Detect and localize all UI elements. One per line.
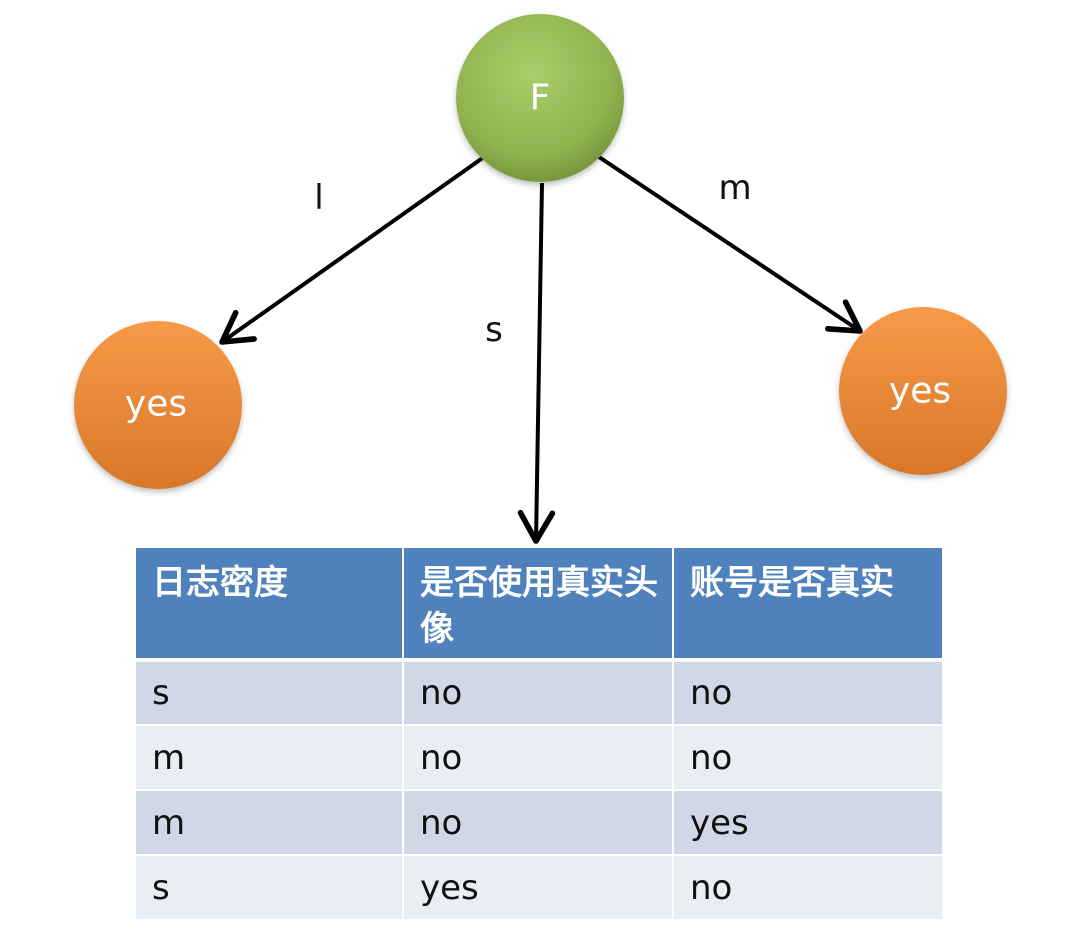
table-cell: yes — [673, 790, 942, 856]
table-cell: no — [673, 660, 942, 726]
table-row: m no no — [136, 725, 942, 791]
table-cell: s — [136, 660, 404, 726]
leaf-node-right-label: yes — [889, 371, 951, 412]
leaf-node-right: yes — [839, 307, 1007, 475]
table-cell: no — [403, 790, 674, 856]
table-cell: no — [403, 660, 674, 726]
table-cell: no — [403, 725, 674, 791]
edge-label-middle: s — [485, 310, 503, 350]
edge-label-left: l — [314, 178, 323, 218]
table-cell: no — [673, 725, 942, 791]
column-header-log-density: 日志密度 — [136, 548, 404, 662]
root-node: F — [456, 14, 624, 182]
table-cell: m — [136, 725, 404, 791]
column-header-account-real: 账号是否真实 — [673, 548, 942, 662]
table-cell: m — [136, 790, 404, 856]
column-header-real-avatar: 是否使用真实头像 — [403, 548, 674, 662]
table-cell: no — [673, 855, 942, 921]
edge-label-right: m — [718, 168, 751, 208]
table-header-row: 日志密度 是否使用真实头像 账号是否真实 — [136, 548, 942, 662]
leaf-node-left-label: yes — [125, 384, 187, 425]
table-cell: s — [136, 855, 404, 921]
data-table: 日志密度 是否使用真实头像 账号是否真实 s no no m no no m n… — [136, 548, 942, 921]
edge-root-to-table — [517, 182, 556, 544]
table-row: s yes no — [136, 855, 942, 921]
edge-root-to-right-yes — [597, 155, 863, 334]
leaf-node-left: yes — [74, 321, 242, 489]
root-node-label: F — [530, 78, 551, 119]
table-row: s no no — [136, 660, 942, 726]
table-cell: yes — [403, 855, 674, 921]
table-row: m no yes — [136, 790, 942, 856]
edge-root-to-left-yes — [219, 155, 486, 345]
